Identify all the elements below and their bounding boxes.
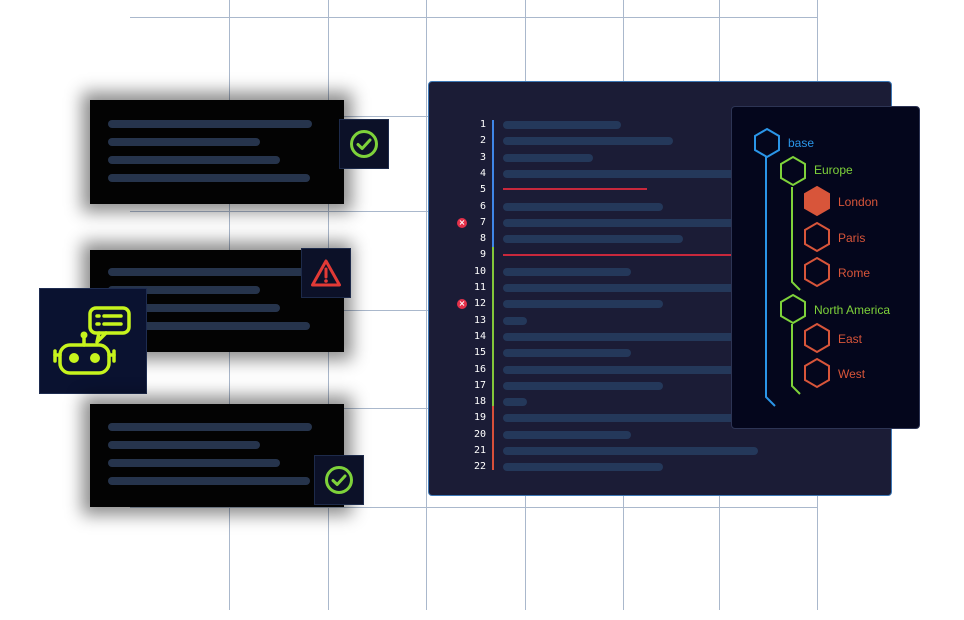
hexagon-icon [754, 127, 780, 159]
text-placeholder [108, 156, 280, 164]
line-number: 14 [473, 330, 486, 342]
line-number: 7 [479, 216, 486, 228]
code-line-placeholder [503, 349, 631, 358]
code-line-placeholder [503, 332, 738, 341]
hexagon-icon [780, 293, 806, 325]
line-number: 4 [479, 167, 486, 179]
error-x-icon[interactable]: × [457, 299, 467, 310]
robot-assistant-tile[interactable] [39, 288, 147, 394]
message-card-3[interactable] [90, 404, 344, 507]
code-line-placeholder [503, 284, 738, 292]
text-placeholder [108, 304, 280, 312]
text-placeholder [108, 423, 312, 431]
message-card-1[interactable] [90, 100, 344, 204]
line-number: 3 [479, 151, 486, 163]
hexagon-icon [804, 221, 830, 253]
line-number: 19 [473, 412, 486, 424]
text-placeholder [108, 268, 312, 276]
text-placeholder [108, 174, 310, 182]
hexagon-icon [780, 155, 806, 187]
code-line-placeholder [503, 447, 758, 455]
line-number: 16 [473, 363, 486, 375]
line-number: 12 [473, 298, 486, 310]
code-line-placeholder [503, 202, 663, 211]
robot-chat-icon [53, 306, 131, 375]
line-number: 1 [479, 119, 486, 130]
warning-triangle-icon [311, 259, 341, 287]
status-badge-ok [339, 119, 389, 169]
hexagon-icon [804, 357, 830, 389]
code-line-placeholder [503, 365, 738, 374]
line-number: 5 [479, 184, 486, 196]
code-line-placeholder [503, 398, 527, 407]
check-circle-icon [350, 130, 378, 158]
text-placeholder [108, 138, 260, 146]
line-number: 2 [479, 135, 486, 147]
tree-node-city[interactable]: West [838, 367, 866, 381]
status-badge-warning [301, 248, 351, 298]
tree-node-region[interactable]: Europe [814, 163, 853, 177]
line-number: 17 [473, 379, 486, 391]
line-number: 6 [479, 200, 486, 212]
tree-connectors [765, 157, 801, 407]
tree-node-base[interactable]: base [788, 136, 815, 150]
code-line-placeholder [503, 218, 738, 227]
region-tree-panel[interactable]: base Europe London Paris Rome North Amer… [731, 106, 920, 429]
code-line-placeholder [503, 153, 593, 162]
line-number: 8 [479, 233, 486, 245]
text-placeholder [108, 120, 312, 128]
code-line-placeholder [503, 121, 621, 129]
line-number: 18 [473, 396, 486, 408]
gutter-change-marker [492, 247, 494, 406]
line-number: 13 [473, 314, 486, 326]
tree-node-city[interactable]: Rome [838, 266, 871, 280]
text-placeholder [108, 286, 260, 294]
text-placeholder [108, 477, 310, 485]
hexagon-icon [804, 256, 830, 288]
error-x-icon[interactable]: × [457, 217, 467, 228]
line-number: 20 [473, 428, 486, 440]
tree-node-region[interactable]: North America [814, 303, 891, 317]
code-line-placeholder [503, 463, 663, 472]
code-line-placeholder [503, 300, 663, 309]
status-badge-ok [314, 455, 364, 505]
line-number: 11 [473, 282, 486, 293]
text-placeholder [108, 322, 310, 330]
tree-node-city[interactable]: East [838, 332, 863, 346]
tree-node-city-selected[interactable]: London [838, 195, 879, 209]
highlighted-line-marker [503, 188, 647, 190]
line-number: 22 [473, 461, 486, 473]
code-line-placeholder [503, 169, 738, 178]
code-line-placeholder [503, 235, 683, 244]
highlighted-line-marker [503, 254, 733, 256]
text-placeholder [108, 441, 260, 449]
line-number: 15 [473, 347, 486, 359]
line-number: 9 [479, 249, 486, 261]
code-line-placeholder [503, 381, 663, 390]
tree-node-city[interactable]: Paris [838, 231, 866, 245]
code-line-placeholder [503, 267, 631, 276]
gutter-change-marker [492, 120, 494, 247]
text-placeholder [108, 459, 280, 467]
code-line-placeholder [503, 414, 738, 423]
line-number: 21 [473, 445, 486, 456]
line-number: 10 [473, 265, 486, 277]
code-line-placeholder [503, 316, 527, 325]
hexagon-icon [804, 185, 830, 217]
gutter-change-marker [492, 406, 494, 470]
code-line-placeholder [503, 137, 673, 146]
code-line-placeholder [503, 430, 631, 439]
check-circle-icon [325, 466, 353, 494]
hexagon-icon [804, 322, 830, 354]
